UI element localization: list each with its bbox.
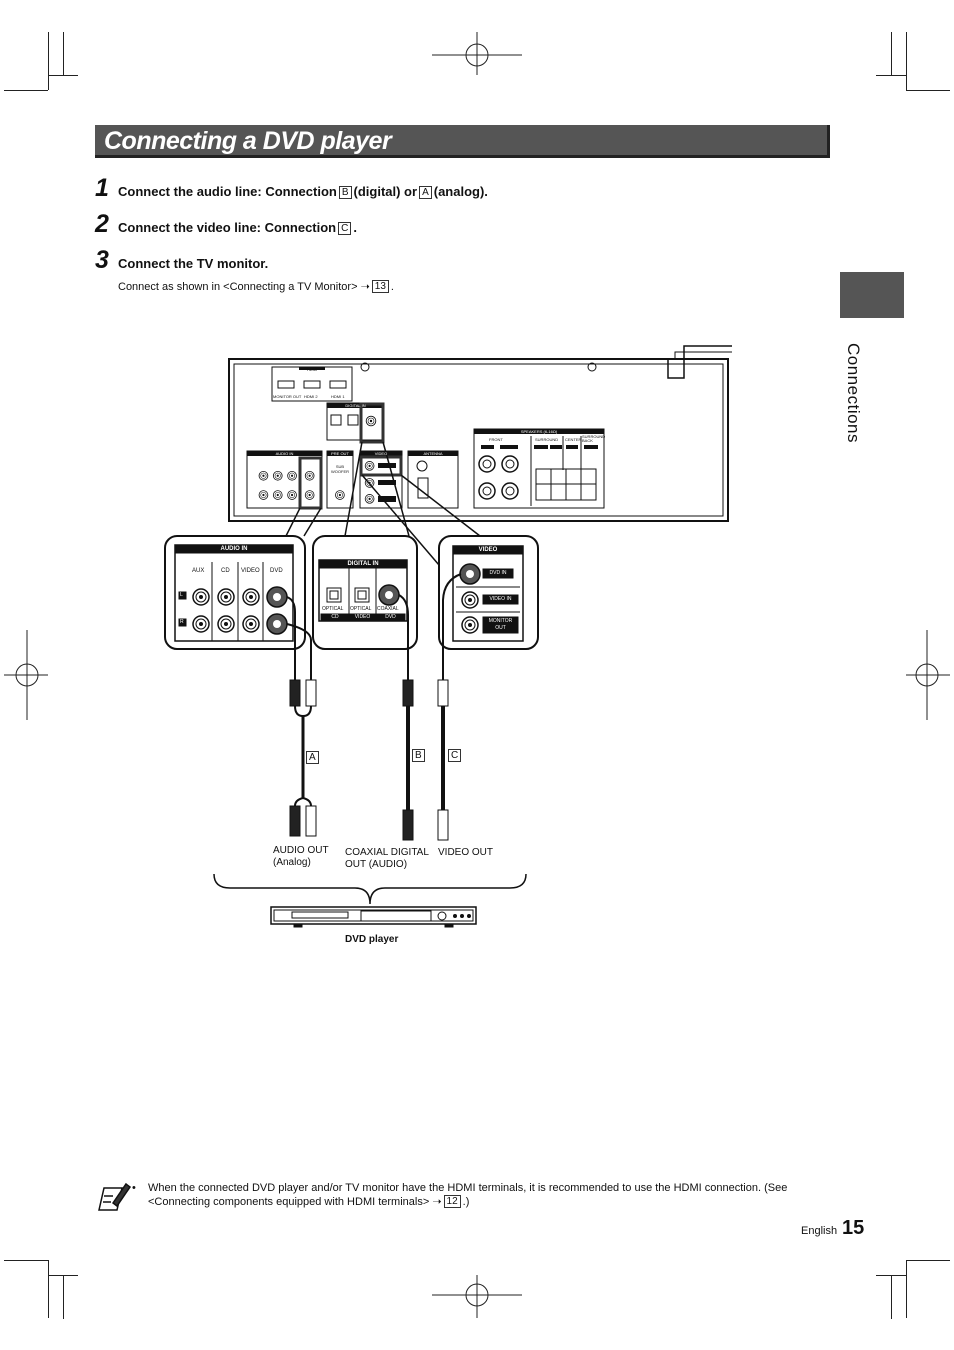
page-ref: 12 <box>443 1195 461 1208</box>
arrow-icon: ➝ <box>360 281 370 293</box>
footer-language: English <box>801 1225 838 1237</box>
note-bullet: • <box>132 1182 136 1194</box>
coaxial-out-sub-label: OUT (AUDIO) <box>345 859 408 870</box>
monitor-out-label: MONITOR OUT <box>273 394 302 399</box>
rca-plugs <box>289 679 449 841</box>
page-title: Connecting a DVD player <box>104 127 392 155</box>
section-tab <box>840 272 904 318</box>
connection-a-label: A <box>306 751 319 764</box>
dvd-col-label: DVD <box>270 568 283 574</box>
center-label: CENTER <box>565 437 582 442</box>
cd-label: CD <box>221 568 230 574</box>
surround-label: SURROUND <box>535 437 559 442</box>
page-title-bar: Connecting a DVD player <box>95 125 830 158</box>
speakers-label: SPEAKERS (6-16Ω) <box>520 429 558 434</box>
hdmi2-label: HDMI 2 <box>304 394 318 399</box>
audio-in-header: AUDIO IN <box>220 546 248 552</box>
dvd-sub-label: DVD <box>385 614 396 620</box>
subtext: Connect as shown in <Connecting a TV Mon… <box>118 281 358 293</box>
hdmi1-label: HDMI 1 <box>331 394 345 399</box>
note-line-1: When the connected DVD player and/or TV … <box>148 1182 788 1194</box>
dvd-player-illustration <box>270 906 477 928</box>
step-number: 1 <box>95 174 109 202</box>
step-3-subtext: Connect as shown in <Connecting a TV Mon… <box>118 280 394 294</box>
connection-b-label: B <box>412 749 425 762</box>
video-sub-label: VIDEO <box>354 614 371 620</box>
ref-box: C <box>338 222 352 235</box>
brace <box>213 873 527 905</box>
connection-c-label: C <box>448 749 462 762</box>
l-label: L <box>180 592 183 598</box>
optical-video-label: OPTICAL <box>350 606 372 612</box>
receiver-rear-panel <box>228 345 732 522</box>
zoom-rca-jacks <box>192 563 481 635</box>
step-2: 2 <box>95 212 109 237</box>
ref-box: B <box>338 186 352 199</box>
audio-out-sub-label: (Analog) <box>273 857 311 868</box>
digital-in-header: DIGITAL IN <box>347 561 379 567</box>
video-header: VIDEO <box>478 547 498 553</box>
note-line-2: <Connecting components equipped with HDM… <box>148 1195 469 1209</box>
video-label-small: VIDEO <box>374 451 388 456</box>
dvd-player-label: DVD player <box>345 934 399 945</box>
video-out-label: VIDEO OUT <box>438 847 494 858</box>
step-3-text: Connect the TV monitor. <box>118 256 269 271</box>
cd-sub-label: CD <box>331 614 339 620</box>
video-col-label: VIDEO <box>241 568 260 574</box>
step-number: 2 <box>95 210 109 238</box>
arrow-icon: ➝ <box>432 1196 442 1208</box>
step-number: 3 <box>95 246 109 274</box>
antenna-label: ANTENNA <box>423 451 443 456</box>
sub-woofer-label: SUB WOOFER <box>331 464 349 474</box>
optical-cd-label: OPTICAL <box>322 606 344 612</box>
subtext: . <box>390 281 394 293</box>
note-text: .) <box>462 1196 470 1208</box>
step-text: Connect the video line: Connection <box>118 220 337 235</box>
step-text: . <box>353 220 357 235</box>
note-text: <Connecting components equipped with HDM… <box>148 1196 430 1208</box>
audio-out-label: AUDIO OUT <box>273 845 329 856</box>
page-ref: 13 <box>371 280 389 293</box>
coaxial-label: COAXIAL <box>377 606 399 612</box>
ref-box: A <box>419 186 432 199</box>
step-text: Connect the audio line: Connection <box>118 184 337 199</box>
page-number: 15 <box>842 1217 865 1239</box>
step-1: 1 <box>95 176 109 201</box>
video-in-label: VIDEO IN <box>489 596 512 602</box>
cables <box>286 573 462 810</box>
digital-in-label-small: DIGITAL IN <box>345 403 366 408</box>
zoom-callouts <box>164 441 539 650</box>
step-text: (digital) or <box>353 184 418 199</box>
front-label: FRONT <box>489 437 503 442</box>
pre-out-label: PRE OUT <box>331 451 349 456</box>
coaxial-out-label: COAXIAL DIGITAL <box>345 847 429 858</box>
dvd-in-label: DVD IN <box>489 570 507 576</box>
r-label: R <box>180 619 184 625</box>
surround-back-label: SURROUND BACK <box>582 434 606 443</box>
note-pencil-icon <box>98 1182 132 1211</box>
step-3: 3 <box>95 248 109 273</box>
step-text: (analog). <box>433 184 488 199</box>
audio-in-label-small: AUDIO IN <box>275 451 294 456</box>
hdmi-label: HDMI <box>306 367 318 372</box>
monitor-out-zoom-label: MONITOR OUT <box>488 618 513 631</box>
aux-label: AUX <box>192 568 205 574</box>
